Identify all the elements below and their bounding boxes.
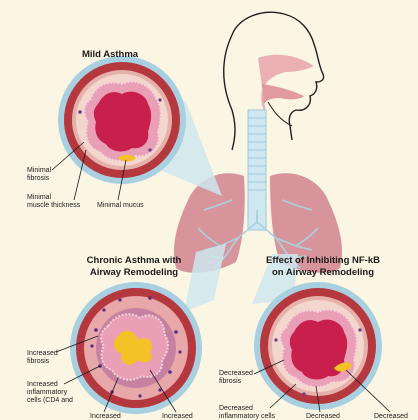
nfkb-muscle-label: Decreased: [306, 413, 340, 420]
chronic-asthma-title-line2: Airway Remodeling: [90, 267, 178, 278]
chronic-mucus: [113, 330, 153, 365]
mild-mucus-leader: [117, 159, 127, 201]
mild-fibrosis-label-line2: fibrosis: [27, 175, 50, 182]
nfkb-fibrosis-leader: [253, 359, 285, 375]
nfkb-lumen: [289, 319, 348, 380]
mild-airway-cross-section: [58, 56, 186, 184]
nfkb-inflammatory-label-line1: Decreased: [219, 405, 253, 412]
mild-mucus: [118, 155, 136, 162]
chronic-inflammatory-leader: [63, 365, 101, 385]
nfkb-muscle-leader: [315, 385, 321, 413]
mild-asthma-title: Mild Asthma: [82, 49, 139, 60]
nfkb-inflammatory-leader: [269, 383, 297, 409]
nfkb-inflammatory-cells: [274, 328, 362, 396]
chronic-muscle-leader: [103, 377, 119, 413]
chronic-airway-cross-section: [70, 282, 202, 414]
nfkb-fibrosis-label-line2: fibrosis: [219, 378, 242, 385]
trachea: [247, 109, 267, 231]
mild-muscle-label-line2: muscle thickness: [27, 202, 81, 209]
nfkb-mucus-leader: [345, 369, 391, 413]
right-lung: [270, 173, 343, 273]
chronic-inflammatory-label-line3: cells (CD4 and: [27, 397, 73, 404]
nfkb-effect-title-line2: on Airway Remodeling: [272, 267, 374, 278]
chronic-fibrosis-label-line1: Increased: [27, 350, 58, 357]
chronic-mucus-leader: [149, 369, 177, 413]
nasal-airway: [258, 54, 314, 114]
mild-inflammatory-cells: [78, 98, 162, 152]
nfkb-effect-title-line1: Effect of Inhibiting NF-kB: [266, 255, 380, 266]
chronic-mucus-label: Increased: [162, 413, 193, 420]
nfkb-airway-cross-section: [254, 282, 382, 410]
mild-fibrosis-label-line1: Minimal: [27, 167, 52, 174]
nfkb-mucus: [334, 362, 352, 372]
mild-muscle-label-line1: Minimal: [27, 194, 52, 201]
nfkb-inflammatory-label-line2: inflammatory cells: [219, 413, 276, 420]
mild-lumen: [93, 91, 152, 152]
head-outline: [223, 11, 325, 151]
nfkb-mucus-label: Decreased: [374, 413, 408, 420]
mild-muscle-leader: [73, 149, 87, 201]
chronic-inflammatory-label-line2: inflammatory: [27, 389, 68, 396]
mild-mucus-label: Minimal mucus: [97, 202, 144, 209]
chronic-inflammatory-label-line1: Increased: [27, 381, 58, 388]
left-lung: [173, 173, 245, 273]
chronic-fibrosis-label-line2: fibrosis: [27, 358, 50, 365]
nfkb-fibrosis-label-line1: Decreased: [219, 370, 253, 377]
mild-fibrosis-leader: [51, 141, 85, 171]
chronic-asthma-title-line1: Chronic Asthma with: [87, 255, 182, 266]
lungs: [173, 173, 343, 273]
chronic-fibrosis-leader: [55, 335, 99, 353]
chronic-muscle-label: Increased: [90, 413, 121, 420]
